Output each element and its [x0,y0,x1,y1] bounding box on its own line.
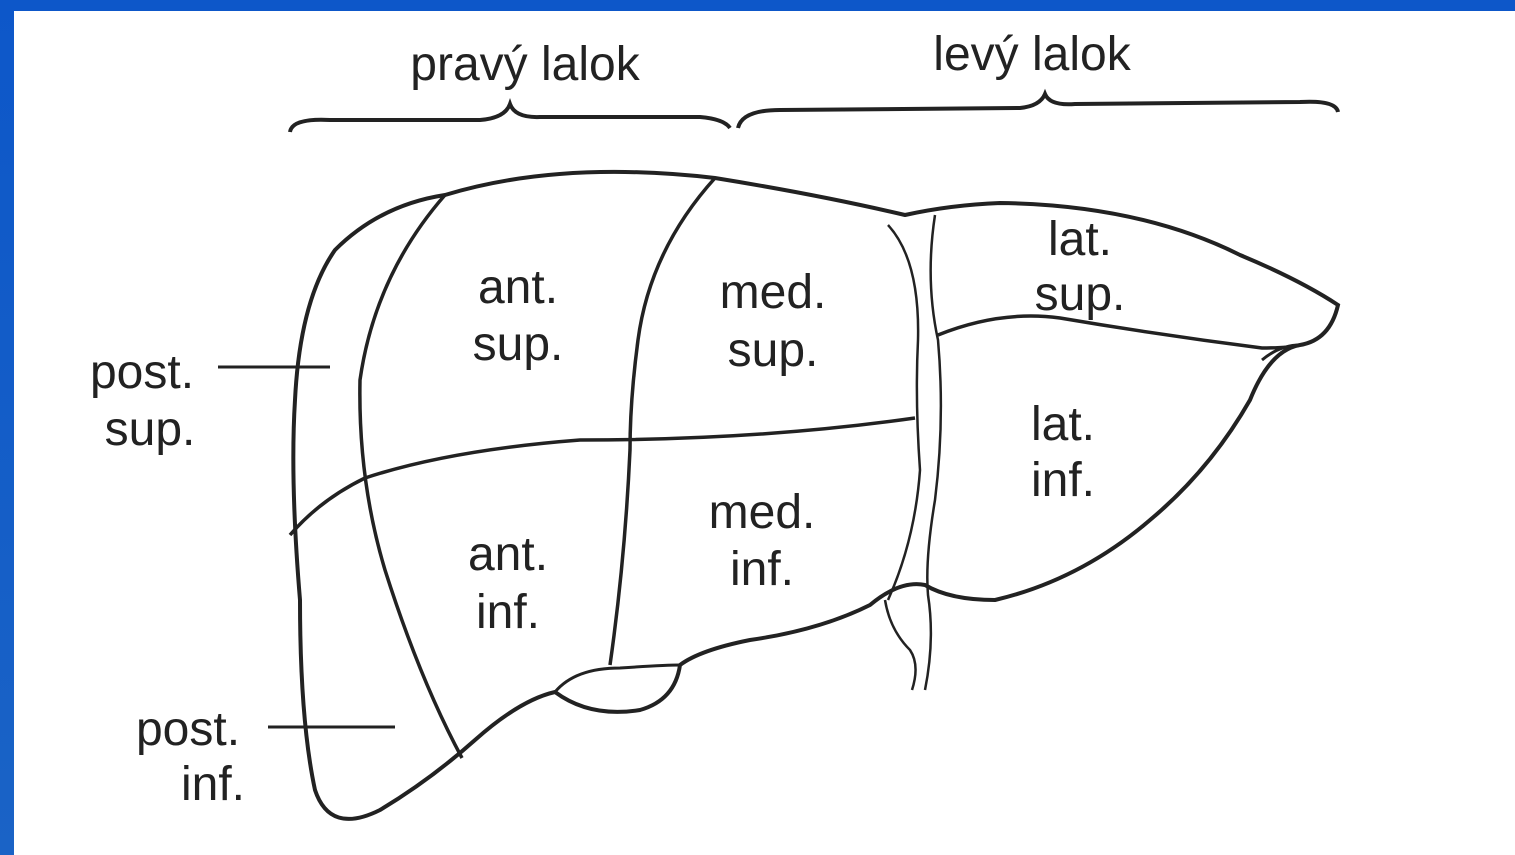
round-ligament [885,600,916,690]
left-lobe-label: levý lalok [933,28,1131,81]
post-inf-label-line2: inf. [181,758,245,811]
post-sup-label-line1: post. [90,346,194,399]
ant-sup-label-line1: ant. [478,261,558,314]
right-lobe-label: pravý lalok [410,38,640,91]
falciform-ligament-right [925,215,941,690]
post-sup-label-line2: sup. [105,403,196,456]
gallbladder [555,665,680,692]
med-inf-label-line1: med. [709,486,816,539]
lat-sup-label-line1: lat. [1048,213,1112,266]
med-sup-label-line1: med. [720,266,827,319]
med-sup-label-line2: sup. [728,324,819,377]
ant-sup-label-line2: sup. [473,318,564,371]
med-inf-label-line2: inf. [730,543,794,596]
falciform-ligament-left [888,225,920,600]
lat-inf-label-line2: inf. [1031,454,1095,507]
middle-hepatic-vein-line [610,178,715,665]
lat-sup-label-line2: sup. [1035,268,1126,321]
right-lobe-brace [290,104,730,132]
ant-inf-label-line1: ant. [468,528,548,581]
horizontal-portal-line [290,418,915,535]
ant-inf-label-line2: inf. [476,586,540,639]
lat-inf-label-line1: lat. [1031,398,1095,451]
left-lobe-brace [738,94,1338,128]
post-inf-label-line1: post. [136,703,240,756]
